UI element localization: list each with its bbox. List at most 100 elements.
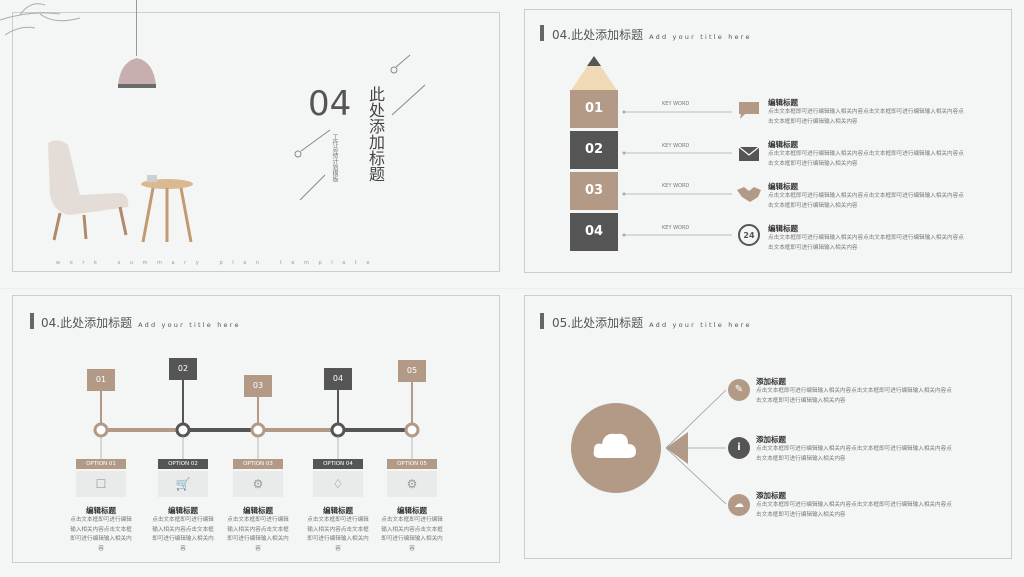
option-card-3: OPTION 03 ⚙ 编辑标题 点击文本框即可进行编辑输入相关内容点击文本框即…: [222, 459, 294, 554]
marker-num-4: 04: [332, 374, 344, 383]
slide4-title-bar: [540, 313, 544, 329]
timeline-bar-3: [257, 428, 337, 432]
slide4-title: 05.此处添加标题 Add your title here: [552, 314, 752, 331]
option-text-2: 点击文本框即可进行编辑输入相关内容点击文本框即可进行编辑输入相关内容: [152, 517, 214, 552]
lamp-icon: [118, 58, 156, 88]
option-label-3: OPTION 03: [233, 459, 283, 469]
mail-icon: [738, 146, 760, 161]
slide4-item-1-text: 点击文本框即可进行编辑输入相关内容点击文本框即可进行编辑输入相关内容点击文本框即…: [756, 388, 952, 404]
slide3-title-sub: Add your title here: [138, 321, 241, 329]
pencil-seg-2: 02: [570, 131, 618, 169]
slide2-frame: [524, 9, 1012, 273]
timeline-bar-4: [337, 428, 411, 432]
slide2-item-2: 编辑标题 点击文本框即可进行编辑输入相关内容点击文本框即可进行编辑输入相关内容点…: [768, 139, 968, 169]
gear-icon: ⚙: [387, 471, 437, 497]
option-heading-5: 编辑标题: [397, 506, 427, 515]
slide2-item-3: 编辑标题 点击文本框即可进行编辑输入相关内容点击文本框即可进行编辑输入相关内容点…: [768, 181, 968, 211]
timeline-markers: [87, 358, 426, 459]
option-heading-1: 编辑标题: [86, 506, 116, 515]
cart-icon: 🛒: [158, 471, 208, 497]
slide2-title-main: 04.此处添加标题: [552, 28, 644, 42]
timeline-bar-2: [181, 428, 257, 432]
chair-image: [48, 140, 129, 241]
slide4-item-3: 添加标题 点击文本框即可进行编辑输入相关内容点击文本框即可进行编辑输入相关内容点…: [756, 490, 956, 520]
slide4-item-1-heading: 添加标题: [756, 377, 786, 386]
slide2-item-4: 编辑标题 点击文本框即可进行编辑输入相关内容点击文本框即可进行编辑输入相关内容点…: [768, 223, 968, 253]
slide2-item-3-heading: 编辑标题: [768, 182, 798, 191]
slide4-item-2-text: 点击文本框即可进行编辑输入相关内容点击文本框即可进行编辑输入相关内容点击文本框即…: [756, 446, 952, 462]
slide3-title: 04.此处添加标题 Add your title here: [41, 314, 241, 331]
slide2-item-2-text: 点击文本框即可进行编辑输入相关内容点击文本框即可进行编辑输入相关内容点击文本框即…: [768, 151, 964, 167]
slide4-item-1: 添加标题 点击文本框即可进行编辑输入相关内容点击文本框即可进行编辑输入相关内容点…: [756, 376, 956, 406]
tag-icon: ♢: [313, 471, 363, 497]
option-heading-4: 编辑标题: [323, 506, 353, 515]
slide4-item-3-heading: 添加标题: [756, 491, 786, 500]
phone-24-icon: 24: [738, 224, 760, 246]
option-text-1: 点击文本框即可进行编辑输入相关内容点击文本框即可进行编辑输入相关内容: [70, 517, 132, 552]
slide4-item-2-heading: 添加标题: [756, 435, 786, 444]
marker-num-5: 05: [406, 366, 418, 375]
lamp-cord: [136, 0, 137, 56]
slide2-item-1: 编辑标题 点击文本框即可进行编辑输入相关内容点击文本框即可进行编辑输入相关内容点…: [768, 97, 968, 127]
keyword-3: KEY WORD: [662, 183, 690, 189]
chat-bubble-icon: ☁: [728, 494, 750, 516]
cover-number: 04: [308, 84, 352, 124]
handshake-icon: [737, 187, 761, 202]
keyword-2: KEY WORD: [662, 143, 690, 149]
slide2-item-4-heading: 编辑标题: [768, 224, 798, 233]
cover-subtitle: 工作总结计划模板: [331, 134, 338, 182]
option-card-2: OPTION 02 🛒 编辑标题 点击文本框即可进行编辑输入相关内容点击文本框即…: [147, 459, 219, 554]
slide4-item-3-text: 点击文本框即可进行编辑输入相关内容点击文本框即可进行编辑输入相关内容点击文本框即…: [756, 502, 952, 518]
option-text-4: 点击文本框即可进行编辑输入相关内容点击文本框即可进行编辑输入相关内容: [307, 517, 369, 552]
cover-title: 此处添加标题: [366, 86, 385, 182]
cover-slide[interactable]: 04 此处添加标题 工作总结计划模板 w o r k s u m m a r y…: [0, 0, 512, 288]
decor-lines: [294, 54, 426, 201]
option-heading-3: 编辑标题: [243, 506, 273, 515]
user-gear-icon: ⚙: [233, 471, 283, 497]
slide4-item-2: 添加标题 点击文本框即可进行编辑输入相关内容点击文本框即可进行编辑输入相关内容点…: [756, 434, 956, 464]
option-card-4: OPTION 04 ♢ 编辑标题 点击文本框即可进行编辑输入相关内容点击文本框即…: [302, 459, 374, 554]
slide2-title-bar: [540, 25, 544, 41]
chat-icon-3: ☐: [76, 471, 126, 497]
slide2-title: 04.此处添加标题 Add your title here: [552, 26, 752, 43]
side-table-image: [141, 175, 193, 243]
option-label-1: OPTION 01: [76, 459, 126, 469]
pencil-seg-3: 03: [570, 172, 618, 210]
slide3-title-main: 04.此处添加标题: [41, 316, 133, 330]
pencil-tip: [570, 56, 618, 92]
cover-frame: [12, 12, 500, 272]
slide2-item-3-text: 点击文本框即可进行编辑输入相关内容点击文本框即可进行编辑输入相关内容点击文本框即…: [768, 193, 964, 209]
timeline-bar-left: [101, 428, 181, 432]
cloud-diagram: [571, 389, 727, 505]
slide2-title-sub: Add your title here: [649, 33, 752, 41]
slide4-title-sub: Add your title here: [649, 321, 752, 329]
slide2-connectors: [622, 110, 732, 237]
pencil-seg-4: 04: [570, 213, 618, 251]
option-heading-2: 编辑标题: [168, 506, 198, 515]
option-text-5: 点击文本框即可进行编辑输入相关内容点击文本框即可进行编辑输入相关内容: [381, 517, 443, 552]
pencil-icon: ✎: [728, 379, 750, 401]
pencil-seg-1: 01: [570, 90, 618, 128]
chat-icon: [739, 102, 759, 119]
option-card-5: OPTION 05 ⚙ 编辑标题 点击文本框即可进行编辑输入相关内容点击文本框即…: [376, 459, 448, 554]
svg-text:24: 24: [743, 231, 755, 240]
slide4-title-main: 05.此处添加标题: [552, 316, 644, 330]
option-label-4: OPTION 04: [313, 459, 363, 469]
option-card-1: OPTION 01 ☐ 编辑标题 点击文本框即可进行编辑输入相关内容点击文本框即…: [65, 459, 137, 554]
slide2-item-4-text: 点击文本框即可进行编辑输入相关内容点击文本框即可进行编辑输入相关内容点击文本框即…: [768, 235, 964, 251]
slide2-item-1-heading: 编辑标题: [768, 98, 798, 107]
option-label-5: OPTION 05: [387, 459, 437, 469]
cloud-icon: [593, 433, 636, 458]
slide3-frame: [12, 295, 500, 563]
info-icon: i: [728, 437, 750, 459]
marker-num-3: 03: [252, 381, 264, 390]
marker-num-2: 02: [177, 364, 189, 373]
cover-bottom-text: w o r k s u m m a r y p l a n t e m p l …: [56, 260, 374, 266]
keyword-1: KEY WORD: [662, 101, 690, 107]
slide3-title-bar: [30, 313, 34, 329]
slide2-item-2-heading: 编辑标题: [768, 140, 798, 149]
slide4-frame: [524, 295, 1012, 559]
marker-num-1: 01: [95, 375, 107, 384]
keyword-4: KEY WORD: [662, 225, 690, 231]
branch-decoration: [0, 3, 81, 36]
